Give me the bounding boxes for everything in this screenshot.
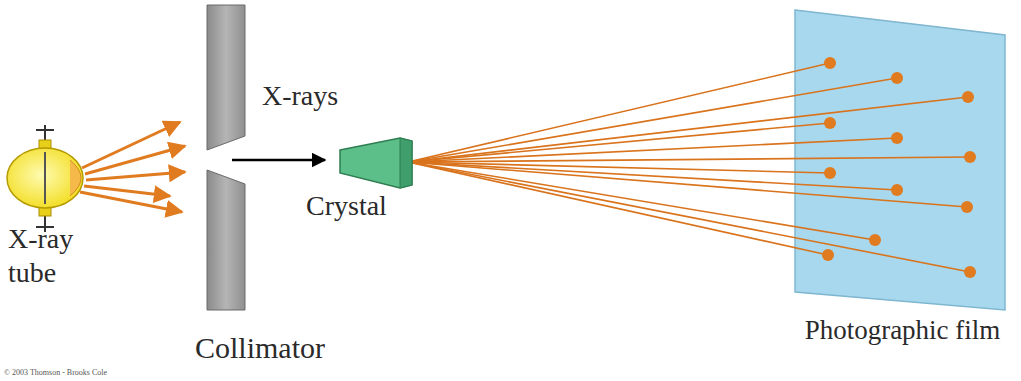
diffracted-ray xyxy=(408,63,830,162)
diffracted-ray xyxy=(408,78,897,162)
diffraction-spot xyxy=(964,266,976,278)
copyright-note: © 2003 Thomson - Brooks Cole xyxy=(4,368,204,378)
diffraction-spot xyxy=(869,234,881,246)
crystal-label: Crystal xyxy=(306,190,436,222)
diffraction-spot xyxy=(822,249,834,261)
crystal-face xyxy=(400,138,412,188)
diffracted-ray xyxy=(408,157,970,162)
diffraction-spot xyxy=(964,151,976,163)
beam-label: X-rays xyxy=(262,80,392,112)
diffracted-ray xyxy=(408,162,967,207)
diffracted-ray xyxy=(408,162,875,240)
diffracted-ray xyxy=(408,123,830,162)
collimator-plate xyxy=(207,170,245,310)
diffraction-spot xyxy=(961,201,973,213)
diffraction-spot xyxy=(962,91,974,103)
diffraction-spot xyxy=(891,132,903,144)
collimator-label: Collimator xyxy=(150,330,370,366)
diffracted-ray xyxy=(408,162,828,255)
tube-label: X-ray tube xyxy=(8,222,103,290)
diffraction-spot xyxy=(824,57,836,69)
x-ray-tube xyxy=(7,125,83,232)
diffraction-spot xyxy=(824,167,836,179)
collimator-plate xyxy=(207,5,245,150)
diffraction-spot xyxy=(891,184,903,196)
x-ray-arrow xyxy=(80,122,185,212)
diffraction-spot xyxy=(891,72,903,84)
diffraction-spots xyxy=(822,57,976,278)
film-label: Photographic film xyxy=(785,316,1020,345)
diffraction-spot xyxy=(824,117,836,129)
crystal xyxy=(340,138,412,188)
diffracted-ray xyxy=(408,97,968,162)
diffracted-ray xyxy=(408,162,970,272)
diffracted-rays xyxy=(408,63,970,272)
x-ray-beam xyxy=(232,159,325,162)
photographic-film xyxy=(795,10,1005,310)
